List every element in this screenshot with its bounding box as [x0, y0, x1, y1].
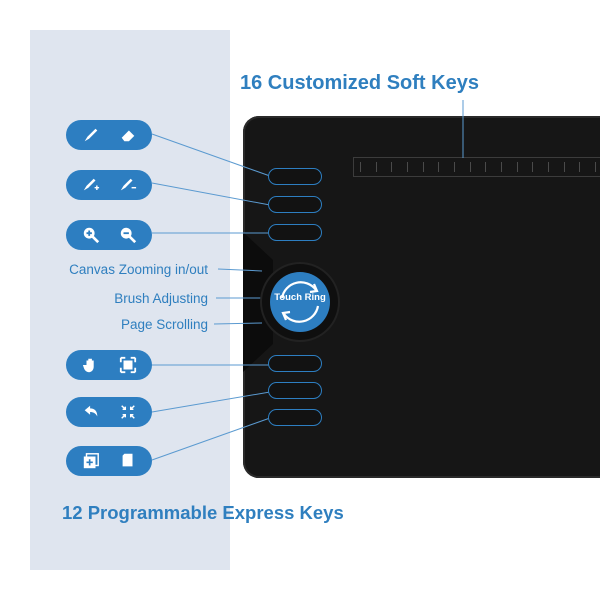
brush-icon [84, 128, 97, 142]
soft-key[interactable] [563, 162, 565, 172]
pill-layer-copy[interactable] [66, 446, 152, 476]
collapse-icon [120, 405, 135, 419]
express-key-bezel [243, 232, 273, 372]
express-key-1[interactable] [268, 168, 322, 185]
ring-function-zoom: Canvas Zooming in/out [69, 262, 208, 277]
touch-ring-label: Touch Ring [274, 292, 326, 303]
soft-key[interactable] [547, 162, 549, 172]
soft-key[interactable] [375, 162, 377, 172]
soft-key[interactable] [453, 162, 455, 172]
new-layer-icon [83, 453, 99, 469]
soft-key[interactable] [406, 162, 408, 172]
express-key-4[interactable] [268, 355, 322, 372]
soft-key[interactable] [579, 162, 581, 172]
express-keys-title: 12 Programmable Express Keys [62, 502, 344, 523]
brush-size-decrease-icon [120, 178, 136, 191]
express-key-6[interactable] [268, 409, 322, 426]
soft-key[interactable] [485, 162, 487, 172]
soft-key[interactable] [422, 162, 424, 172]
eraser-icon [121, 130, 134, 142]
pill-zoom[interactable] [66, 220, 152, 250]
fit-screen-icon [119, 356, 136, 374]
pill-brush-eraser[interactable] [66, 120, 152, 150]
ring-function-brush: Brush Adjusting [114, 291, 208, 306]
express-key-2[interactable] [268, 196, 322, 213]
pill-brush-size[interactable] [66, 170, 152, 200]
soft-key[interactable] [532, 162, 534, 172]
zoom-out-icon [120, 227, 136, 244]
soft-key[interactable] [360, 162, 361, 172]
soft-keys-strip [353, 157, 600, 177]
soft-key[interactable] [516, 162, 518, 172]
rotate-arrows-icon [280, 281, 320, 323]
ring-function-scroll: Page Scrolling [120, 317, 208, 332]
soft-keys-title: 16 Customized Soft Keys [240, 72, 479, 94]
hand-pan-icon [82, 358, 94, 373]
soft-key[interactable] [391, 162, 393, 172]
copy-icon [122, 453, 132, 467]
pill-hand-fit[interactable] [66, 350, 152, 380]
soft-key[interactable] [594, 162, 596, 172]
soft-key[interactable] [438, 162, 440, 172]
touch-ring[interactable] [262, 264, 338, 340]
brush-size-increase-icon [83, 178, 99, 191]
express-key-3[interactable] [268, 224, 322, 241]
zoom-in-icon [83, 227, 99, 244]
soft-key[interactable] [500, 162, 502, 172]
undo-icon [84, 405, 97, 417]
express-key-5[interactable] [268, 382, 322, 399]
pill-undo-collapse[interactable] [66, 397, 152, 427]
soft-key[interactable] [469, 162, 471, 172]
